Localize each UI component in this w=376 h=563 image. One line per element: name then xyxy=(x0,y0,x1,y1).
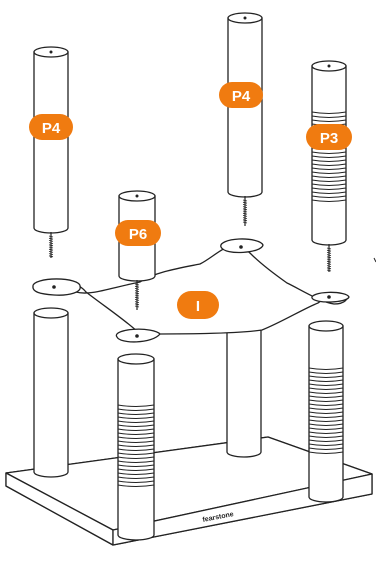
label-p3: P3 xyxy=(320,130,338,147)
plate-label-badge xyxy=(177,291,219,319)
post-upper-front-small: P6 xyxy=(115,190,161,310)
spring-coil xyxy=(117,404,155,487)
post-upper-right-spring: P3 xyxy=(306,60,352,272)
label-badge-p3 xyxy=(306,124,352,150)
label-badge-p4-mid xyxy=(219,82,263,108)
screw xyxy=(326,244,332,272)
post-upper-back-middle: P4 xyxy=(219,12,263,226)
post-lower-right-spring xyxy=(308,320,344,503)
screw xyxy=(48,232,54,258)
spring-coil xyxy=(308,367,344,454)
screw xyxy=(242,196,248,226)
label-badge-p6 xyxy=(115,220,161,246)
label-p4-left: P4 xyxy=(42,120,61,137)
post-lower-back-middle xyxy=(226,329,262,458)
post-lower-front-spring xyxy=(117,353,155,541)
post-upper-back-left: P4 xyxy=(29,46,73,258)
label-badge-p4-left xyxy=(29,114,73,140)
screw xyxy=(134,280,140,310)
label-p6: P6 xyxy=(129,226,147,243)
post-lower-left xyxy=(33,307,69,478)
base-board: fearstone xyxy=(5,436,373,546)
plate-I: I xyxy=(32,238,350,343)
label-p4-mid: P4 xyxy=(232,88,251,105)
plate-label: I xyxy=(196,298,200,315)
